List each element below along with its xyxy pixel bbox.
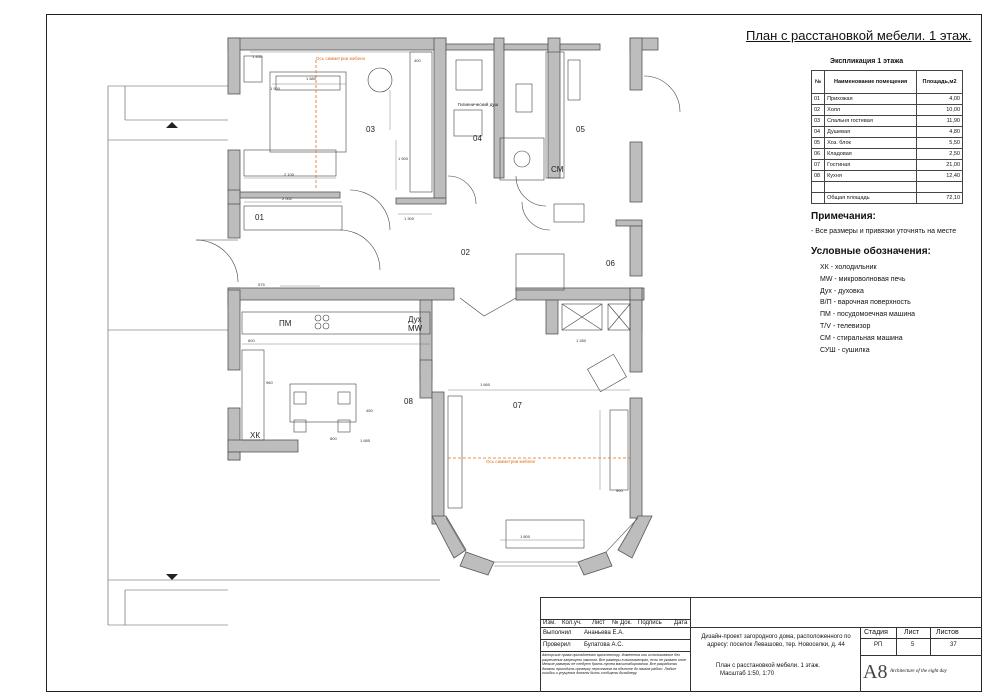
label-shower: Гигиенический душ (458, 101, 499, 107)
label-axis-note-1: Ось симметрии мебели (316, 56, 366, 61)
explication-caption: Экспликация 1 этажа (830, 58, 904, 65)
legend-item: СУШ - сушилка (820, 346, 870, 354)
legend-item: Т/V - телевизор (820, 322, 871, 330)
stamp-project: Дизайн-проект загородного дома, располож… (701, 634, 851, 648)
stamp-header: Дата (674, 620, 688, 626)
sheet-title: План с расстановкой мебели. 1 этаж. (746, 28, 972, 43)
legend-item: ПМ - посудомоечная машина (820, 311, 916, 319)
svg-text:1 300: 1 300 (404, 216, 415, 221)
room-number-04: 04 (473, 134, 482, 143)
svg-text:1 450: 1 450 (252, 54, 263, 59)
stamp-stage: РП (874, 642, 883, 648)
stamp-copyright: Авторские права принадлежат архитектору.… (542, 653, 687, 676)
arrow-down-icon (166, 122, 178, 128)
stamp-header: № Док. (612, 620, 632, 626)
svg-text:1 685: 1 685 (360, 438, 371, 443)
stamp-scale: Масштаб 1:50, 1:70 (720, 671, 775, 677)
room-number-06: 06 (606, 259, 615, 268)
legend-item: В/П - варочная поверхность (820, 299, 911, 307)
stamp-sheet-number: 5 (911, 642, 915, 648)
stamp-role-checked: Проверил (543, 642, 571, 648)
stamp-sheet-header: Лист (904, 629, 920, 636)
legend-list: ХК - холодильник MW - микроволновая печь… (820, 262, 915, 356)
room-number-03: 03 (366, 125, 375, 134)
stamp-stage-header: Стадия (864, 629, 888, 636)
walls (227, 37, 659, 525)
svg-text:1 280: 1 280 (576, 338, 587, 343)
label-xk: ХК (250, 431, 260, 440)
legend-item: СМ - стиральная машина (820, 334, 903, 342)
legend-item: Дух - духовка (820, 287, 864, 295)
stamp-role-executed: Выполнил (543, 630, 572, 636)
svg-text:900: 900 (616, 488, 623, 493)
legend-item: MW - микроволновая печь (820, 275, 906, 283)
explication-header: Площадь,м2 (916, 70, 963, 94)
sheet-frame (46, 14, 982, 692)
svg-text:800: 800 (330, 436, 337, 441)
room-number-07: 07 (513, 401, 522, 410)
stamp-executor: Ананьева Е.А. (584, 630, 624, 636)
label-sm: СМ (551, 165, 564, 174)
label-axis-note-2: Ось симметрии мебели (486, 459, 536, 464)
label-dukh: Дух (408, 315, 422, 324)
table-row (810, 181, 963, 193)
notes-heading: Примечания: (811, 211, 876, 222)
svg-text:400: 400 (414, 58, 421, 63)
stamp-header: Подпись (638, 620, 662, 626)
stamp-checker: Булатова А.С. (584, 642, 624, 648)
svg-text:2 002: 2 002 (282, 196, 293, 201)
stamp-sheets-header: Листов (936, 629, 959, 636)
stamp-sheet-name: План с расстановкой мебели. 1 этаж. (716, 663, 821, 669)
room-number-02: 02 (461, 248, 470, 257)
notes-text: - Все размеры и привязки уточнять на мес… (811, 228, 957, 235)
logo-mark: A8 (863, 661, 888, 683)
legend-item: ХК - холодильник (820, 264, 877, 271)
doors (195, 75, 681, 317)
room-number-08: 08 (404, 397, 413, 406)
title-block: Изм. Кол.уч. Лист № Док. Подпись Дата Вы… (540, 597, 982, 692)
svg-text:1 660: 1 660 (480, 382, 491, 387)
stamp-header: Лист (592, 620, 606, 626)
svg-text:450: 450 (366, 408, 373, 413)
svg-text:2 100: 2 100 (284, 172, 295, 177)
stamp-header: Кол.уч. (562, 620, 582, 626)
legend-heading: Условные обозначения: (811, 246, 931, 257)
label-mw: MW (408, 324, 423, 333)
bay-window (431, 515, 653, 576)
svg-text:1 500: 1 500 (398, 156, 409, 161)
room-number-05: 05 (576, 125, 585, 134)
stamp-header: Изм. (543, 620, 556, 626)
furniture (241, 51, 631, 549)
svg-text:600: 600 (248, 338, 255, 343)
svg-text:575: 575 (258, 282, 265, 287)
svg-text:1 680: 1 680 (306, 76, 317, 81)
svg-text:1 500: 1 500 (270, 86, 281, 91)
room-number-01: 01 (255, 213, 264, 222)
explication-header: № (810, 70, 826, 94)
explication-header: Наименование помещения (824, 70, 918, 94)
svg-text:960: 960 (266, 380, 273, 385)
arrow-up-icon (166, 574, 178, 580)
svg-text:1 800: 1 800 (520, 534, 531, 539)
terrace-lines (107, 85, 440, 626)
stamp-sheets-total: 37 (950, 642, 957, 648)
logo-text: Architecture of the eight day (890, 669, 947, 674)
label-pm: ПМ (279, 319, 292, 328)
